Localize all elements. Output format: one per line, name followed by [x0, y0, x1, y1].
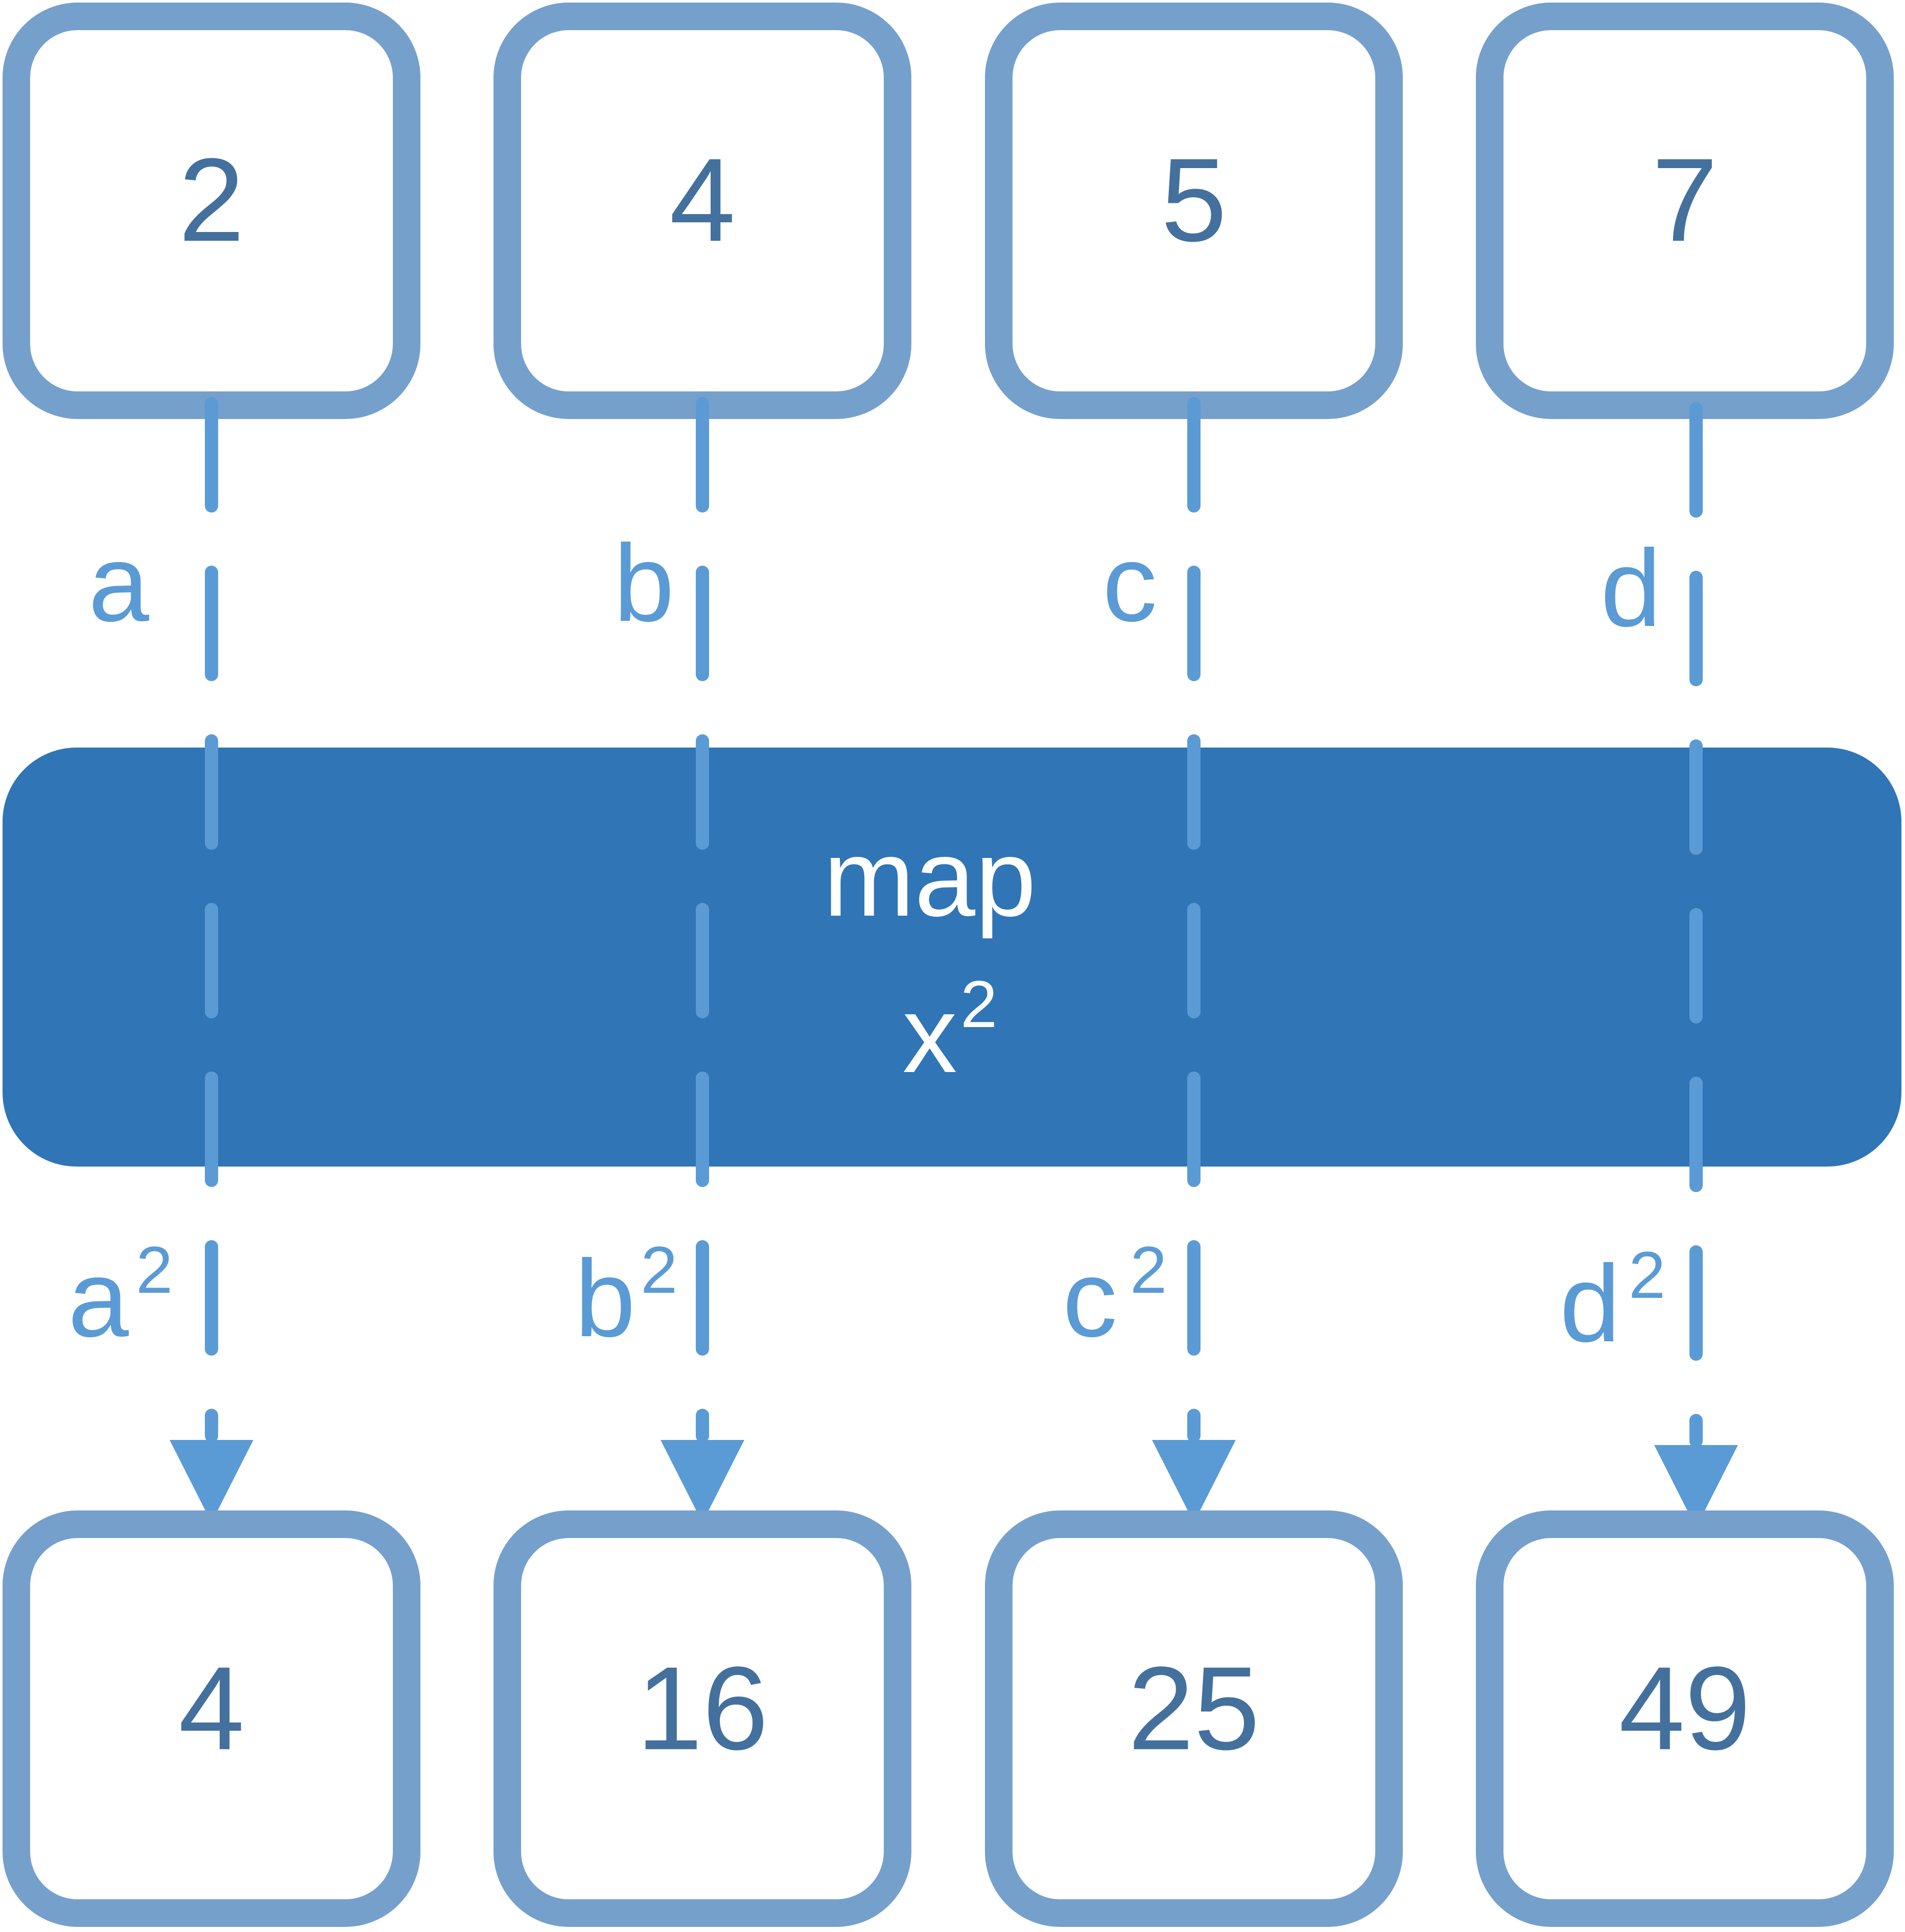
map-operation: map x 2	[3, 748, 1901, 1167]
arrow-down-icon	[170, 1440, 253, 1523]
flow-connector	[1152, 397, 1236, 1523]
mapped-variable-exponent: 2	[1130, 1232, 1167, 1307]
output-box: 16	[493, 1510, 911, 1927]
output-value: 4	[178, 1642, 244, 1775]
map-band	[3, 748, 1901, 1167]
mapped-variable-base: a	[68, 1238, 129, 1360]
variable-label: b	[614, 522, 674, 644]
input-box: 4	[493, 3, 911, 419]
flow-connectors	[170, 397, 1738, 1528]
output-value: 25	[1128, 1642, 1260, 1775]
arrow-down-icon	[1152, 1440, 1236, 1523]
variable-label: a	[88, 522, 150, 644]
output-value: 49	[1619, 1642, 1751, 1775]
input-box: 7	[1476, 3, 1894, 419]
output-box: 25	[985, 1510, 1403, 1927]
input-row: 2 4 5 7	[3, 3, 1894, 419]
mapped-variable-base: d	[1560, 1243, 1620, 1365]
mapped-variable-labels: a 2 b 2 c 2 d 2	[68, 1232, 1665, 1365]
input-value: 2	[178, 134, 244, 266]
mapped-variable-base: b	[575, 1238, 636, 1360]
mapped-variable-exponent: 2	[641, 1232, 677, 1307]
output-box: 49	[1476, 1510, 1894, 1927]
mapped-variable-exponent: 2	[1629, 1238, 1665, 1312]
variable-label: c	[1102, 522, 1157, 644]
operation-name: map	[824, 817, 1036, 939]
variable-label: d	[1601, 527, 1661, 649]
input-box: 2	[3, 3, 420, 419]
output-box: 4	[3, 1510, 420, 1927]
operation-function-exponent: 2	[960, 967, 997, 1041]
variable-labels: a b c d	[88, 522, 1661, 649]
mapped-variable-base: c	[1063, 1238, 1117, 1360]
arrow-down-icon	[1654, 1445, 1738, 1528]
arrow-down-icon	[661, 1440, 744, 1523]
mapped-variable-exponent: 2	[136, 1232, 173, 1307]
flow-connector	[170, 397, 253, 1523]
input-value: 4	[669, 134, 735, 266]
flow-connector	[1654, 402, 1738, 1528]
input-box: 5	[985, 3, 1403, 419]
output-row: 4 16 25 49	[3, 1510, 1894, 1927]
flow-connector	[661, 397, 744, 1523]
operation-function-base: x	[903, 973, 957, 1096]
output-value: 16	[637, 1642, 768, 1775]
input-value: 5	[1161, 134, 1227, 266]
input-value: 7	[1652, 134, 1718, 266]
